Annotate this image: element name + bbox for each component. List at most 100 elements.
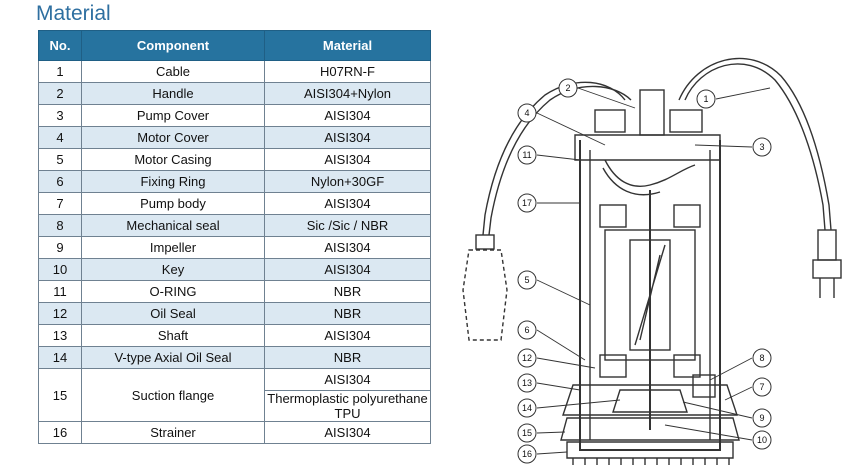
callout-11 (517, 145, 537, 165)
cell-material: NBR (264, 346, 431, 369)
callout-1 (696, 89, 716, 109)
callout-label-10: 10 (757, 435, 767, 445)
cell-no: 8 (38, 214, 82, 237)
cell-no: 1 (38, 60, 82, 83)
table-row: 6 Fixing Ring Nylon+30GF (38, 170, 431, 193)
callout-7 (752, 377, 772, 397)
cell-no: 4 (38, 126, 82, 149)
callout-label-9: 9 (759, 413, 764, 423)
cell-component: Handle (81, 82, 265, 105)
table-header-row: No. Component Material (38, 30, 431, 61)
cell-no: 5 (38, 148, 82, 171)
table-row: 12 Oil Seal NBR (38, 302, 431, 325)
cell-component: Key (81, 258, 265, 281)
cell-material: NBR (264, 280, 431, 303)
cell-material: AISI304 (264, 258, 431, 281)
callout-2 (558, 78, 578, 98)
table-row: 14 V-type Axial Oil Seal NBR (38, 346, 431, 369)
cell-no: 3 (38, 104, 82, 127)
cell-material: AISI304 (264, 104, 431, 127)
callout-label-14: 14 (522, 403, 532, 413)
cell-material: AISI304 (264, 148, 431, 171)
cell-no: 6 (38, 170, 82, 193)
cell-material: AISI304+Nylon (264, 82, 431, 105)
cell-component: Motor Cover (81, 126, 265, 149)
callout-12 (517, 348, 537, 368)
pump-cross-section-diagram: 1 2 3 4 5 6 7 8 9 10 11 12 13 14 15 16 1… (462, 57, 842, 465)
table-row: Thermoplastic polyurethane TPU (39, 390, 431, 422)
cell-component: O-RING (81, 280, 265, 303)
cell-component: Mechanical seal (81, 214, 265, 237)
cell-component: Shaft (81, 324, 265, 347)
table-row: 15 Suction flange AISI304 (38, 368, 431, 422)
cell-component: V-type Axial Oil Seal (81, 346, 265, 369)
table-row: 8 Mechanical seal Sic /Sic / NBR (38, 214, 431, 237)
callout-16 (517, 444, 537, 464)
callout-4 (517, 103, 537, 123)
callout-label-12: 12 (522, 353, 532, 363)
cell-no: 10 (38, 258, 82, 281)
cell-component: Motor Casing (81, 148, 265, 171)
table-row: 10 Key AISI304 (38, 258, 431, 281)
callout-17 (517, 193, 537, 213)
cell-material: AISI304 (264, 421, 431, 444)
table-row: 3 Pump Cover AISI304 (38, 104, 431, 127)
cell-no: 15 (38, 368, 82, 422)
callout-label-1: 1 (703, 94, 708, 104)
cell-no: 14 (38, 346, 82, 369)
callout-5 (517, 270, 537, 290)
callout-label-5: 5 (524, 275, 529, 285)
cell-no: 12 (38, 302, 82, 325)
material-table: No. Component Material 1 Cable H07RN-F 2… (38, 30, 431, 444)
table-row: 4 Motor Cover AISI304 (38, 126, 431, 149)
callout-label-11: 11 (522, 150, 531, 160)
cell-material: NBR (264, 302, 431, 325)
callout-label-3: 3 (759, 142, 764, 152)
table-row: 11 O-RING NBR (38, 280, 431, 303)
table-row: 2 Handle AISI304+Nylon (38, 82, 431, 105)
cell-material: AISI304 (264, 324, 431, 347)
section-title: Material (36, 2, 111, 25)
table-row: 16 Strainer AISI304 (38, 421, 431, 444)
callout-9 (752, 408, 772, 428)
table-row: 1 Cable H07RN-F (38, 60, 431, 83)
cell-no: 9 (38, 236, 82, 259)
cell-material: AISI304 (264, 236, 431, 259)
cell-material: AISI304 (264, 192, 431, 215)
callout-14 (517, 398, 537, 418)
cell-material: AISI304 (264, 368, 431, 391)
cell-component: Cable (81, 60, 265, 83)
cell-material: Nylon+30GF (264, 170, 431, 193)
callout-label-6: 6 (524, 325, 529, 335)
table-row: 7 Pump body AISI304 (38, 192, 431, 215)
cell-material: Sic /Sic / NBR (264, 214, 431, 237)
header-component: Component (81, 30, 265, 61)
callout-10 (752, 430, 772, 450)
cell-component: Impeller (81, 236, 265, 259)
cell-component: Oil Seal (81, 302, 265, 325)
callout-label-8: 8 (759, 353, 764, 363)
callout-6 (517, 320, 537, 340)
cell-material: AISI304 (264, 126, 431, 149)
callout-3 (752, 137, 772, 157)
callout-15 (517, 423, 537, 443)
callout-label-4: 4 (524, 108, 529, 118)
cell-no: 16 (38, 421, 82, 444)
cell-component: Pump body (81, 192, 265, 215)
callout-8 (752, 348, 772, 368)
callout-label-7: 7 (759, 382, 764, 392)
cell-no: 11 (38, 280, 82, 303)
callout-label-13: 13 (522, 378, 532, 388)
callout-13 (517, 373, 537, 393)
callout-label-17: 17 (522, 198, 532, 208)
cell-no: 13 (38, 324, 82, 347)
table-row: 9 Impeller AISI304 (38, 236, 431, 259)
cell-component: Fixing Ring (81, 170, 265, 193)
table-row: 13 Shaft AISI304 (38, 324, 431, 347)
cell-material: Thermoplastic polyurethane TPU (264, 390, 431, 422)
header-no: No. (38, 30, 82, 61)
callout-label-16: 16 (522, 449, 532, 459)
cell-material: H07RN-F (264, 60, 431, 83)
cell-component: Strainer (81, 421, 265, 444)
cell-component: Suction flange (81, 368, 265, 422)
